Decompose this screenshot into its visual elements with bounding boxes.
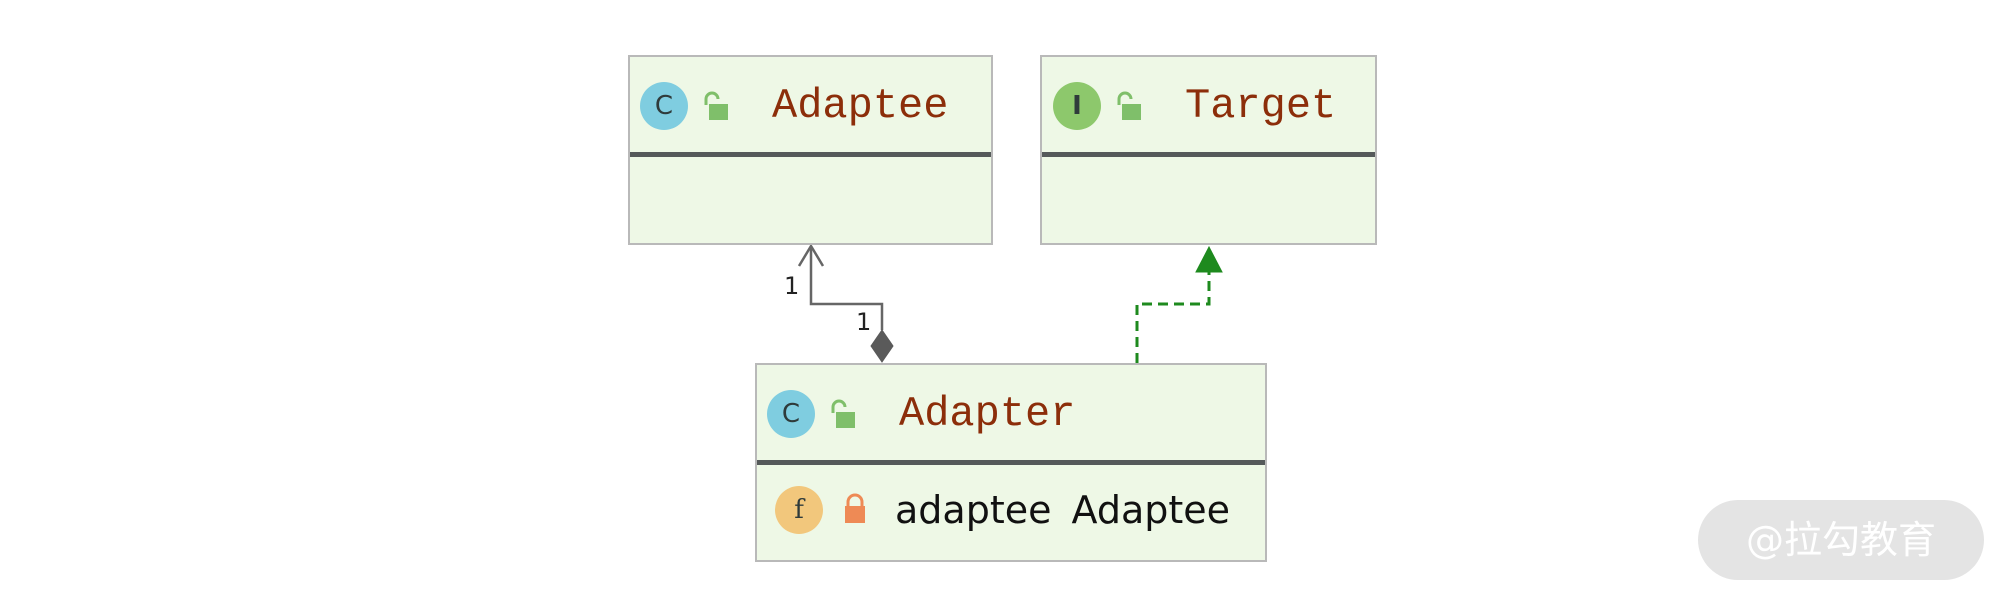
class-badge-icon: C [640, 82, 688, 130]
watermark: @拉勾教育 [1698, 500, 1984, 580]
field-row[interactable]: f adaptee Adaptee [757, 465, 1265, 557]
private-lock-icon [845, 493, 865, 523]
public-unlock-icon [831, 399, 855, 428]
public-unlock-icon [704, 91, 728, 120]
interface-box-target[interactable]: I Target [1040, 55, 1377, 245]
interface-header: I Target [1042, 57, 1375, 157]
composition-source-multiplicity: 1 [856, 308, 872, 336]
field-name-and-type: adaptee Adaptee [895, 488, 1231, 532]
realization-line [1135, 272, 1211, 363]
class-box-adaptee[interactable]: C Adaptee [628, 55, 993, 245]
composition-target-multiplicity: 1 [784, 272, 800, 300]
class-box-adapter[interactable]: C Adapter f adaptee Adaptee [755, 363, 1267, 562]
class-header: C Adaptee [630, 57, 991, 157]
class-badge-icon: C [767, 390, 815, 438]
class-header: C Adapter [757, 365, 1265, 465]
composition-open-arrowhead [797, 243, 825, 267]
class-members: f adaptee Adaptee [757, 465, 1265, 557]
realization-triangle-arrowhead [1195, 245, 1223, 273]
composition-diamond [870, 329, 894, 363]
realization-connector [1135, 245, 1223, 363]
public-unlock-icon [1117, 91, 1141, 120]
composition-line [809, 246, 884, 330]
class-name: Adaptee [772, 82, 949, 130]
interface-name: Target [1185, 82, 1337, 130]
class-name: Adapter [899, 390, 1076, 438]
interface-badge-icon: I [1053, 82, 1101, 130]
composition-connector [797, 243, 894, 363]
field-badge-icon: f [775, 486, 823, 534]
